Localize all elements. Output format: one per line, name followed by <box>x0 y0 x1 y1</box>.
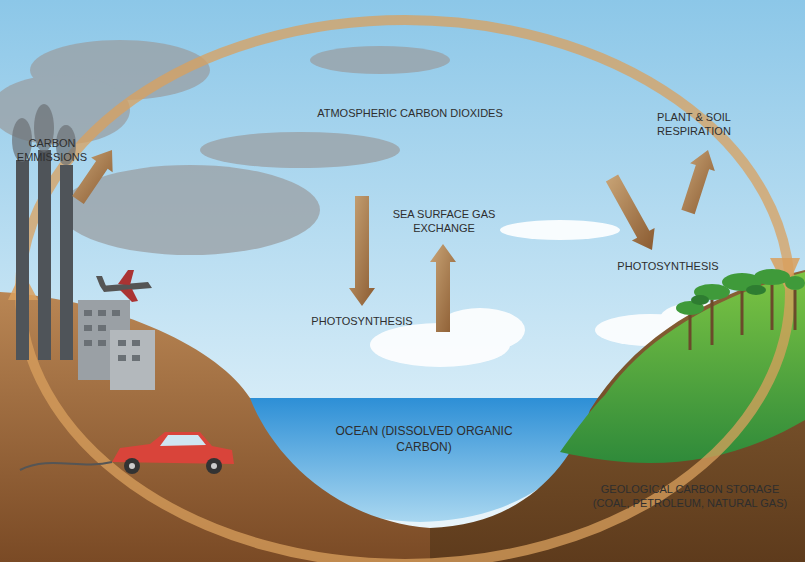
flow-arrow <box>430 244 456 332</box>
ocean-label: OCEAN (DISSOLVED ORGANIC CARBON) <box>309 424 539 455</box>
flow-arrows <box>72 150 715 332</box>
flow-arrow <box>606 175 655 250</box>
geological-storage-label: GEOLOGICAL CARBON STORAGE (COAL, PETROLE… <box>583 482 797 511</box>
respiration-label: PLANT & SOIL RESPIRATION <box>639 110 749 139</box>
flow-arrow <box>349 196 375 306</box>
photosynthesis-label: PHOTOSYNTHESIS <box>608 259 728 273</box>
building <box>78 300 155 390</box>
photosynthesis-label: PHOTOSYNTHESIS <box>302 314 422 328</box>
cycle-loop <box>20 20 790 562</box>
airplane <box>96 270 152 302</box>
tree <box>676 269 805 350</box>
flow-arrow <box>681 150 715 214</box>
grass-hill <box>560 272 805 463</box>
car <box>20 432 234 474</box>
atmosphere-label: ATMOSPHERIC CARBON DIOXIDES <box>280 106 540 120</box>
smokestack <box>16 150 73 360</box>
gas-exchange-label: SEA SURFACE GAS EXCHANGE <box>389 207 499 236</box>
emissions-label: CARBON EMMISSIONS <box>9 136 95 165</box>
